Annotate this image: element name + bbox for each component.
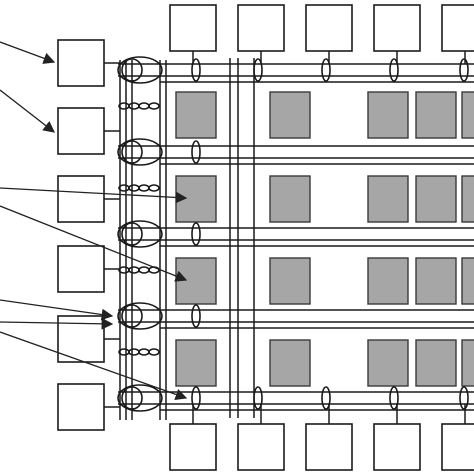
ellipse-node-icon [121, 304, 143, 328]
shaded-cell [367, 339, 409, 387]
shaded-cell [461, 91, 474, 139]
top-box [305, 4, 353, 52]
shaded-cell [175, 257, 217, 305]
left-box [57, 245, 105, 293]
ellipse-node-icon [148, 348, 160, 356]
ellipse-node-icon [128, 348, 140, 356]
ellipse-node-icon [128, 266, 140, 274]
ellipse-node-icon [121, 140, 143, 164]
shaded-cell [269, 257, 311, 305]
ellipse-node-icon [117, 220, 163, 248]
shaded-cell [175, 339, 217, 387]
left-box [57, 175, 105, 223]
ellipse-node-icon [138, 266, 150, 274]
ellipse-node-icon [191, 222, 201, 246]
shaded-cell [461, 257, 474, 305]
pointer-arrows [0, 41, 188, 401]
arrow-head-icon [0, 331, 188, 401]
shaded-cell [461, 339, 474, 387]
shaded-cell [269, 339, 311, 387]
arrow-head-icon [0, 187, 188, 204]
shaded-cell [367, 257, 409, 305]
ellipse-node-icon [121, 386, 143, 410]
left-box [57, 39, 105, 87]
bottom-box [169, 423, 217, 471]
ellipse-node-icon [321, 386, 331, 410]
ellipse-node-icon [117, 302, 163, 330]
ellipse-node-icon [191, 140, 201, 164]
ellipse-node-icon [389, 58, 399, 82]
arrow-head-icon [0, 205, 188, 282]
bottom-box [305, 423, 353, 471]
left-box [57, 383, 105, 431]
shaded-cell [175, 91, 217, 139]
arrow-head-icon [0, 41, 56, 64]
bottom-box [441, 423, 474, 471]
shaded-cell [415, 175, 457, 223]
ellipse-node-icon [128, 102, 140, 110]
ellipse-node-icon [191, 58, 201, 82]
shaded-cell [269, 175, 311, 223]
ellipse-node-icon [321, 58, 331, 82]
arrow-head-icon [0, 317, 114, 330]
top-box [441, 4, 474, 52]
ellipse-node-icon [138, 184, 150, 192]
ellipse-node-icon [459, 58, 469, 82]
shaded-cell [367, 175, 409, 223]
ellipse-node-icon [389, 386, 399, 410]
ellipse-nodes [117, 56, 469, 412]
top-box [237, 4, 285, 52]
shaded-cell [415, 91, 457, 139]
ellipse-node-icon [253, 386, 263, 410]
bottom-box [237, 423, 285, 471]
ellipse-node-icon [138, 348, 150, 356]
shaded-cell [175, 175, 217, 223]
ellipse-node-icon [148, 184, 160, 192]
shaded-cell [269, 91, 311, 139]
ellipse-node-icon [117, 56, 163, 84]
shaded-cell [415, 257, 457, 305]
bottom-box [373, 423, 421, 471]
top-box [373, 4, 421, 52]
arrow-head-icon [0, 89, 56, 133]
top-box [169, 4, 217, 52]
ellipse-node-icon [138, 102, 150, 110]
ellipse-node-icon [128, 184, 140, 192]
ellipse-node-icon [191, 386, 201, 410]
ellipse-node-icon [117, 138, 163, 166]
ellipse-node-icon [459, 386, 469, 410]
ellipse-node-icon [121, 58, 143, 82]
ellipse-node-icon [121, 222, 143, 246]
shaded-cell [367, 91, 409, 139]
ellipse-node-icon [191, 304, 201, 328]
ellipse-node-icon [117, 384, 163, 412]
shaded-cell [415, 339, 457, 387]
shaded-cell [461, 175, 474, 223]
ellipse-node-icon [148, 102, 160, 110]
shaded-cell-array [175, 91, 474, 387]
arrow-head-icon [0, 299, 114, 321]
ellipse-node-icon [253, 58, 263, 82]
left-box [57, 107, 105, 155]
